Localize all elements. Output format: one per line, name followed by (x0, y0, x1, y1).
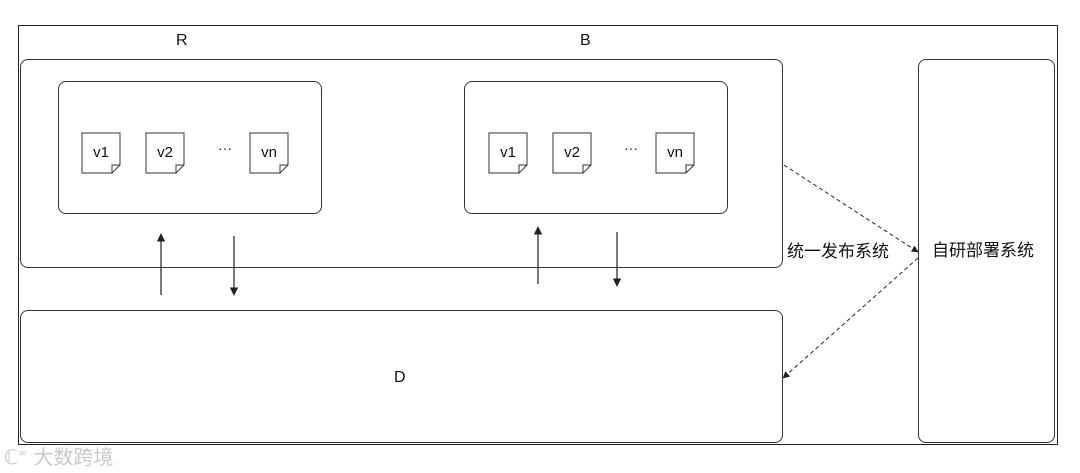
label-b: B (580, 32, 591, 49)
b-version-group (464, 81, 728, 214)
d-container (20, 310, 783, 443)
r-version-group (58, 81, 322, 214)
watermark: ℂ∞ 大数跨境 (4, 441, 114, 470)
label-r: R (176, 32, 188, 49)
watermark-text: 大数跨境 (33, 445, 114, 469)
label-d: D (394, 369, 406, 386)
label-deploy-system: 自研部署系统 (932, 241, 1034, 261)
watermark-logo-icon: ℂ∞ (4, 445, 28, 469)
diagram-frame (18, 25, 1058, 445)
deploy-system-box (918, 59, 1055, 443)
label-release-system: 统一发布系统 (787, 242, 889, 262)
